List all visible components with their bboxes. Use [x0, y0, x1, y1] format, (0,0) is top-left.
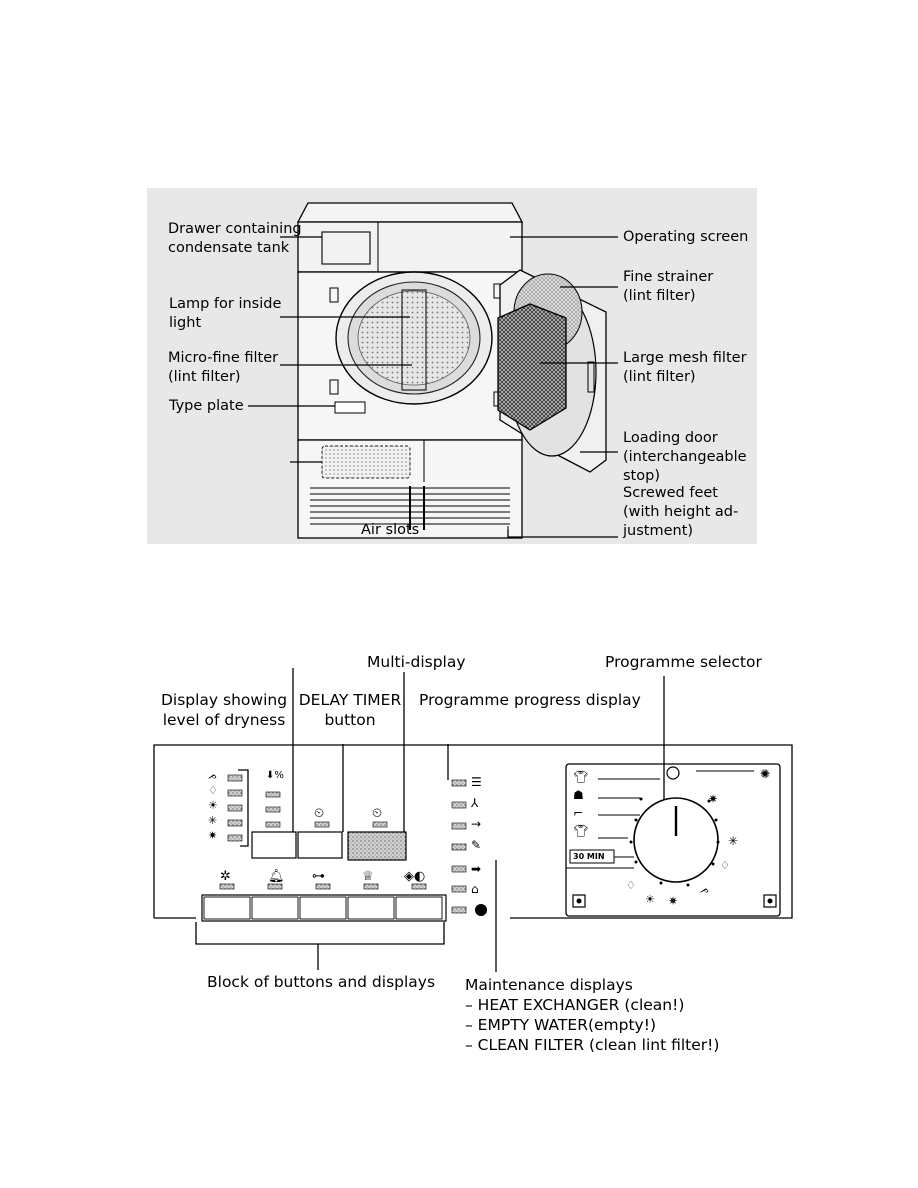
clean-filter-indicator-icon	[475, 904, 487, 916]
dial-program-icons: 👕︎ ☗ ⌐ 👕︎	[573, 768, 588, 840]
shirts-icon: ⌐	[573, 806, 584, 820]
label-air-slots: Air slots	[361, 522, 420, 538]
gentle-icon: ✲	[220, 869, 231, 884]
dial-bottom-sun-icon: ☀	[645, 893, 655, 906]
label-operating-screen: Operating screen	[623, 229, 749, 245]
label-micro-fine-filter: Micro-fine filter (lint filter)	[168, 350, 279, 385]
progress-indicators	[451, 779, 467, 851]
maintenance-item-heat-exchanger: – HEAT EXCHANGER (clean!)	[465, 996, 685, 1014]
dryness-symbols: ᨍ ♢ ☀ ✳ ✷	[208, 768, 218, 843]
very-dry-icon: ✷	[208, 829, 218, 842]
label-programme-selector: Programme selector	[605, 653, 762, 671]
label-block-buttons: Block of buttons and displays	[207, 973, 436, 991]
maintenance-indicators	[451, 865, 487, 916]
maintenance-item-empty-water: – EMPTY WATER(empty!)	[465, 1016, 656, 1034]
maintenance-item-clean-filter: – CLEAN FILTER (clean lint filter!)	[465, 1036, 720, 1054]
drying-icon: ☰	[471, 775, 482, 789]
finish-icon: ✎	[471, 838, 482, 852]
iron-dry-icon: ☀	[208, 799, 218, 812]
label-progress-display: Programme progress display	[419, 691, 641, 709]
dial-damp-icon: ♢	[720, 859, 730, 872]
condensate-tank-outline	[321, 445, 411, 479]
programme-selector-frame	[565, 763, 781, 917]
label-type-plate: Type plate	[169, 398, 244, 414]
dial-normal-dry-icon: ✳	[728, 834, 739, 848]
dial-program-lines	[566, 770, 754, 869]
display-window-2	[297, 831, 343, 859]
label-drawer: Drawer containing condensate tank	[168, 221, 302, 256]
label-large-mesh-filter: Large mesh filter (lint filter)	[623, 350, 747, 385]
label-delay-timer: DELAY TIMER button	[298, 691, 402, 729]
cottons-icon: 👕︎	[573, 770, 589, 784]
label-multi-display: Multi-display	[367, 653, 466, 671]
button-row-frame	[201, 883, 447, 922]
type-plate	[334, 401, 366, 414]
control-panel-outline	[153, 744, 793, 919]
dial-position-dots	[629, 797, 720, 887]
dryer-leader-lines	[248, 236, 618, 538]
large-mesh-filter	[497, 303, 567, 431]
extra-dry-icon: ᨍ	[208, 769, 218, 782]
maintenance-symbols: ➡ ⌂	[471, 859, 481, 899]
label-screwed-feet: Screwed feet (with height ad- justment)	[623, 485, 739, 539]
label-fine-strainer: Fine strainer (lint filter)	[623, 269, 714, 304]
key-icon: ⊶	[312, 869, 325, 884]
start-indicator-icon	[666, 766, 680, 780]
label-loading-door: Loading door (interchangeable stop)	[623, 430, 747, 484]
dial-30min-box	[569, 849, 615, 864]
dial-damp2-icon: ᨍ	[700, 883, 710, 896]
panel-leader-lines	[195, 668, 665, 972]
anti-crease-phase-icon: →	[471, 817, 482, 831]
programme-selector-dial	[633, 797, 719, 883]
start-stop-icon: ◈◐	[404, 869, 426, 884]
display-window-1	[251, 831, 297, 859]
level-percent-icon: ⬇%	[266, 770, 284, 781]
heat-exchanger-icon: ➡	[471, 862, 482, 876]
dial-extra-dry-icon: ✷	[708, 792, 719, 806]
dryness-indicators	[227, 774, 243, 842]
dial-30min-label: 30 MIN	[573, 852, 605, 861]
dial-dry-plus-icon: ✺	[760, 767, 771, 781]
empty-water-icon: ⌂	[471, 882, 479, 896]
anti-crease-icon: ♕	[362, 869, 374, 884]
clock-icon: ⏲	[372, 806, 383, 821]
delay-timer-icon: ⏲	[314, 806, 325, 821]
micro-fine-filter	[401, 289, 427, 391]
label-dryness-display: Display showing level of dryness	[160, 691, 288, 729]
normal-dry-icon: ✳	[208, 814, 218, 827]
dryer-top	[296, 202, 524, 223]
air-slot-lines	[310, 486, 510, 530]
dial-bottom-star-icon: ✷	[668, 894, 679, 908]
drawer-outline	[321, 231, 371, 265]
damp-icon: ♢	[208, 784, 218, 797]
progress-symbols: ☰ ⅄ → ✎	[471, 772, 482, 856]
woollens-icon: ☗	[573, 788, 584, 802]
level-indicators	[265, 791, 281, 828]
dial-left-drop-icon: ♢	[626, 879, 636, 892]
label-maintenance-displays: Maintenance displays – HEAT EXCHANGER (c…	[465, 976, 720, 1054]
cooling-icon: ⅄	[471, 796, 479, 810]
multi-display-window	[347, 831, 407, 861]
minimum-iron-icon: 👕︎	[573, 824, 589, 838]
buzzer-icon: 🔔︎	[268, 869, 285, 884]
label-lamp: Lamp for inside light	[169, 296, 282, 331]
